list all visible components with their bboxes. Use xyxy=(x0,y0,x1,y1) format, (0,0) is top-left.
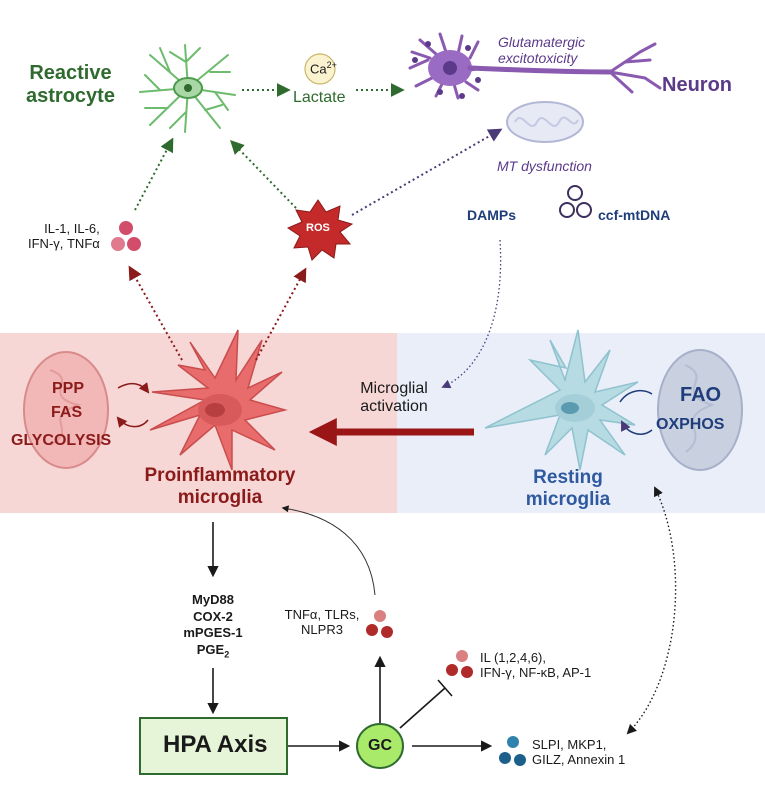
ppp-label: PPP xyxy=(52,380,85,397)
arrow-cytokines-to-astrocyte xyxy=(134,137,174,211)
tnf-dots-icon xyxy=(366,610,393,638)
hpa-axis-label: HPA Axis xyxy=(163,731,268,758)
damps-label: DAMPs xyxy=(467,207,517,223)
arrow-resting-to-slpi xyxy=(626,486,677,735)
arrow-tnf-to-microglia xyxy=(281,505,376,596)
glycolysis-cycle-arrow-return xyxy=(116,416,149,428)
fas-label: FAS xyxy=(51,404,83,421)
gc-node xyxy=(356,723,404,769)
astrocyte-icon xyxy=(139,44,236,133)
oxphos-label: OXPHOS xyxy=(656,416,725,433)
inhibition-gc-to-il xyxy=(399,679,453,729)
neuron-mitochondrion-icon xyxy=(506,101,584,143)
arrow-ros-to-astrocyte xyxy=(230,139,297,209)
lactate-label: Lactate xyxy=(293,89,346,106)
arrow-microglia-to-ros xyxy=(255,267,307,361)
arrow-damps-to-activation xyxy=(441,239,502,389)
ccf-mtdna-label: ccf-mtDNA xyxy=(598,207,671,223)
glycolysis-label: GLYCOLYSIS xyxy=(11,432,112,449)
tnf-tlrs-label: TNFα, TLRs, NLPR3 xyxy=(284,607,360,637)
neuron-label: Neuron xyxy=(662,74,732,96)
ccf-mtdna-icon xyxy=(559,185,592,218)
proinflammatory-mitochondrion-icon xyxy=(23,351,109,469)
microglial-activation-label: Microglial activation xyxy=(360,380,428,416)
ros-burst-icon xyxy=(286,199,354,261)
glycolysis-cycle-arrow xyxy=(117,382,150,394)
arrow-ros-to-neuron xyxy=(351,128,503,216)
hpa-axis-box xyxy=(139,717,288,775)
myd88-pathway-label: MyD88 COX-2 mPGES-1 PGE2 xyxy=(183,592,243,660)
resting-microglia-icon xyxy=(484,329,639,471)
fao-label: FAO xyxy=(680,384,722,406)
oxphos-cycle-arrow xyxy=(619,389,653,403)
il-dots-icon xyxy=(446,650,473,678)
calcium-ion-icon xyxy=(304,53,336,85)
gc-label: GC xyxy=(368,737,392,754)
resting-mitochondrion-icon xyxy=(657,349,743,471)
cytokines-label: IL-1, IL-6, IFN-γ, TNFα xyxy=(28,221,100,251)
oxphos-cycle-arrow-return xyxy=(621,420,653,435)
reactive-astrocyte-label: Reactive astrocyte xyxy=(26,62,115,107)
cytokine-dots-icon xyxy=(111,221,141,251)
il-label: IL (1,2,4,6), IFN-γ, NF-κB, AP-1 xyxy=(480,650,592,680)
proinflammatory-microglia-label: Proinflammatory microglia xyxy=(144,465,296,508)
calcium-label: Ca2+ xyxy=(310,60,337,77)
proinflammatory-microglia-icon xyxy=(149,329,288,471)
ros-label: ROS xyxy=(306,222,330,234)
slpi-label: SLPI, MKP1, GILZ, Annexin 1 xyxy=(532,737,626,767)
glutamatergic-label: Glutamatergic excitotoxicity xyxy=(498,34,586,67)
resting-microglia-label: Resting microglia xyxy=(525,467,611,510)
neuron-icon xyxy=(408,32,662,100)
mt-dysfunction-label: MT dysfunction xyxy=(497,158,592,174)
slpi-dots-icon xyxy=(499,736,526,766)
